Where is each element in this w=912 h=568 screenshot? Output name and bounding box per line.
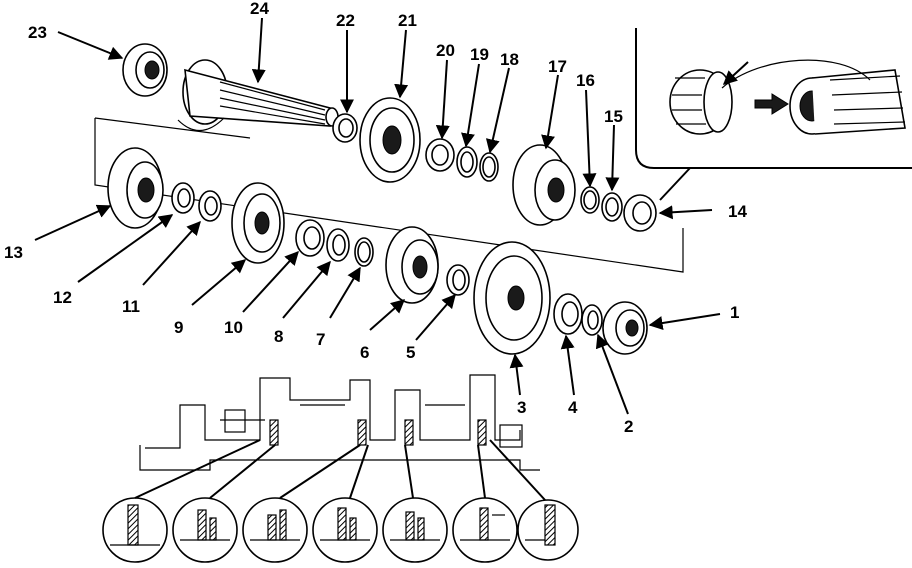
callout-6: 6 bbox=[360, 343, 369, 362]
callout-5: 5 bbox=[406, 343, 415, 362]
callout-7: 7 bbox=[316, 330, 325, 349]
callout-13: 13 bbox=[4, 243, 23, 262]
needle-bearing-4 bbox=[553, 293, 583, 335]
gear-13 bbox=[107, 147, 164, 229]
washer-15 bbox=[601, 192, 623, 222]
washer-19 bbox=[456, 146, 478, 178]
lower-group-outline bbox=[94, 118, 684, 273]
gear-9 bbox=[231, 182, 285, 264]
callout-12: 12 bbox=[53, 288, 72, 307]
callout-4: 4 bbox=[568, 398, 578, 417]
circlip-16 bbox=[580, 186, 600, 214]
bearing-14 bbox=[623, 194, 657, 232]
callout-20: 20 bbox=[436, 41, 455, 60]
circlip-18 bbox=[479, 152, 499, 182]
inset-detail-panel bbox=[635, 28, 912, 201]
inset-arrow-top bbox=[722, 61, 749, 85]
callout-23: 23 bbox=[28, 23, 47, 42]
callout-3: 3 bbox=[517, 398, 526, 417]
washer-8 bbox=[326, 228, 350, 262]
case-cross-section bbox=[139, 374, 540, 471]
bushing-21 bbox=[425, 138, 455, 172]
gear-17 bbox=[512, 144, 576, 226]
callout-9: 9 bbox=[174, 318, 183, 337]
detail-circle bbox=[382, 497, 448, 563]
detail-circles bbox=[102, 439, 579, 563]
inset-needle-bearing bbox=[669, 69, 733, 135]
callout-2: 2 bbox=[624, 417, 633, 436]
main-shaft-24 bbox=[177, 59, 339, 132]
gear-3 bbox=[473, 241, 551, 355]
washer-22 bbox=[332, 113, 358, 143]
gear-20 bbox=[359, 97, 421, 183]
callout-10: 10 bbox=[224, 318, 243, 337]
circlip-7 bbox=[354, 237, 374, 267]
callout-8: 8 bbox=[274, 327, 283, 346]
washer-5 bbox=[446, 264, 470, 296]
washer-2 bbox=[581, 304, 603, 336]
callout-24: 24 bbox=[250, 0, 269, 18]
callout-16: 16 bbox=[576, 71, 595, 90]
detail-circle bbox=[242, 497, 308, 563]
callout-22: 22 bbox=[336, 11, 355, 30]
detail-circle bbox=[452, 497, 518, 563]
callout-17: 17 bbox=[548, 57, 567, 76]
callout-1: 1 bbox=[730, 303, 739, 322]
ball-bearing-1 bbox=[602, 301, 648, 355]
detail-circle bbox=[102, 497, 168, 563]
inset-arrow-right bbox=[754, 93, 789, 115]
washer-11 bbox=[198, 190, 222, 222]
callout-numbers: 1 2 3 4 5 6 7 8 9 10 11 12 13 14 15 16 1… bbox=[4, 0, 747, 436]
leader-lines bbox=[34, 17, 721, 415]
callout-18: 18 bbox=[500, 50, 519, 69]
detail-circle bbox=[172, 497, 238, 563]
gear-6 bbox=[385, 226, 439, 304]
inset-shaft bbox=[789, 69, 906, 135]
callout-11: 11 bbox=[122, 297, 140, 316]
callout-15: 15 bbox=[604, 107, 623, 126]
washer-12 bbox=[171, 182, 195, 214]
oil-seal-23 bbox=[122, 43, 168, 97]
callout-19: 19 bbox=[470, 45, 489, 64]
callout-21: 21 bbox=[398, 11, 417, 30]
detail-circle bbox=[312, 497, 378, 563]
detail-circle bbox=[517, 499, 579, 561]
bushing-10 bbox=[295, 219, 325, 257]
callout-14: 14 bbox=[728, 202, 747, 221]
